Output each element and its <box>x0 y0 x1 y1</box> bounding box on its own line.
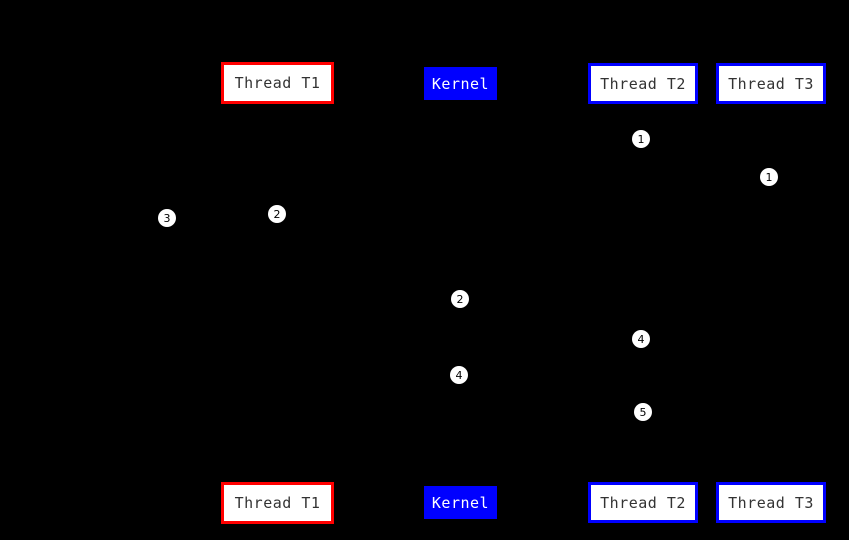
participant-label-kernel-top: Kernel <box>431 74 490 93</box>
step-marker-label: 4 <box>637 332 645 346</box>
participant-box-t3-bottom[interactable]: Thread T3 <box>716 482 826 523</box>
step-marker: 1 <box>760 168 778 186</box>
participant-label-t1-top: Thread T1 <box>234 74 321 92</box>
step-marker-label: 5 <box>639 405 647 419</box>
step-marker: 4 <box>632 330 650 348</box>
step-marker: 4 <box>450 366 468 384</box>
participant-box-t1-bottom[interactable]: Thread T1 <box>221 482 334 524</box>
step-marker: 5 <box>634 403 652 421</box>
participant-box-kernel-top[interactable]: Kernel <box>424 67 497 100</box>
lifeline-t1 <box>277 104 278 482</box>
step-marker: 1 <box>632 130 650 148</box>
lifeline-t2 <box>643 104 644 482</box>
participant-box-t3-top[interactable]: Thread T3 <box>716 63 826 104</box>
step-marker-label: 3 <box>163 211 171 225</box>
participant-label-t3-top: Thread T3 <box>728 74 814 93</box>
message-arrow-1 <box>643 139 771 140</box>
participant-label-t3-bottom: Thread T3 <box>728 493 814 512</box>
step-marker-label: 1 <box>765 170 773 184</box>
participant-label-t2-bottom: Thread T2 <box>600 493 686 512</box>
participant-label-t2-top: Thread T2 <box>600 74 686 93</box>
participant-box-t1-top[interactable]: Thread T1 <box>221 62 334 104</box>
step-marker: 3 <box>158 209 176 227</box>
participant-label-t1-bottom: Thread T1 <box>234 494 321 512</box>
message-arrow-2 <box>277 214 643 215</box>
step-marker-label: 4 <box>455 368 463 382</box>
step-marker-label: 2 <box>273 207 281 221</box>
message-arrow-3 <box>167 218 277 219</box>
step-marker-label: 1 <box>637 132 645 146</box>
participant-box-kernel-bottom[interactable]: Kernel <box>424 486 497 519</box>
participant-box-t2-bottom[interactable]: Thread T2 <box>588 482 698 523</box>
participant-box-t2-top[interactable]: Thread T2 <box>588 63 698 104</box>
lifeline-t3 <box>771 104 772 482</box>
step-marker-label: 2 <box>456 292 464 306</box>
step-marker: 2 <box>268 205 286 223</box>
step-marker: 2 <box>451 290 469 308</box>
participant-label-kernel-bottom: Kernel <box>431 493 490 512</box>
message-arrow-6 <box>460 412 643 413</box>
